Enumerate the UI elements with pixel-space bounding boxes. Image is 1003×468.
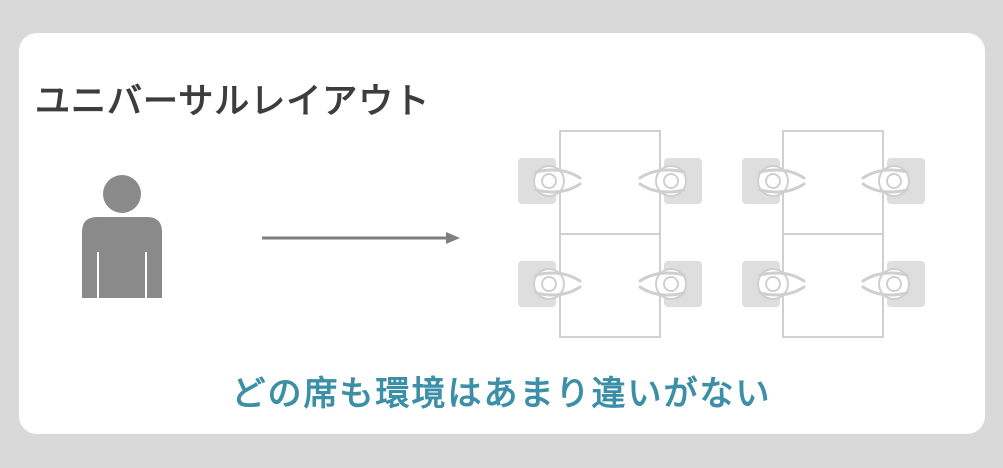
- person-icon: [82, 175, 162, 298]
- diagram-caption: どの席も環境はあまり違いがない: [231, 374, 772, 414]
- arrow-right-icon: [262, 232, 460, 244]
- office-desk-layout-icon: [516, 130, 927, 338]
- diagram-title: ユニバーサルレイアウト: [35, 82, 431, 122]
